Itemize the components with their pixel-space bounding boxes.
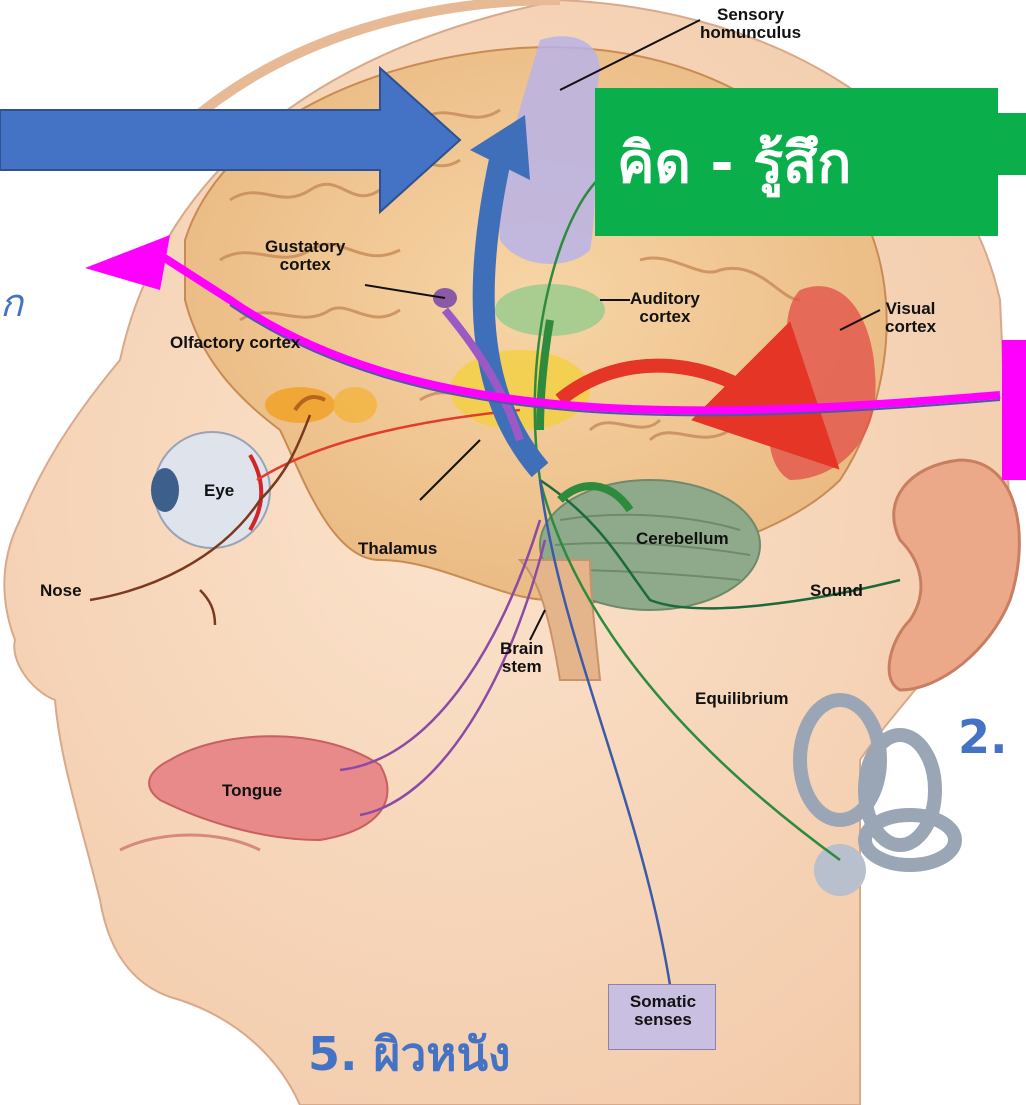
label-sound: Sound: [810, 582, 863, 600]
label-tongue: Tongue: [222, 782, 282, 800]
label-nose: Nose: [40, 582, 82, 600]
label-thalamus: Thalamus: [358, 540, 437, 558]
ear-number: 2.: [958, 710, 1007, 764]
label-cerebellum: Cerebellum: [636, 530, 729, 548]
label-brain-stem: Brain stem: [500, 640, 543, 676]
label-somatic-senses: Somatic senses: [609, 993, 717, 1029]
label-sensory-homunculus: Sensory homunculus: [700, 6, 801, 42]
think-feel-text: คิด - รู้สึก: [617, 118, 851, 207]
label-gustatory-cortex: Gustatory cortex: [265, 238, 345, 274]
label-auditory-cortex: Auditory cortex: [630, 290, 700, 326]
somatic-senses-box: Somatic senses: [608, 984, 716, 1050]
skin-label: 5. ผิวหนัง: [308, 1018, 511, 1091]
think-feel-box-extension: [998, 113, 1026, 175]
magenta-box: [1002, 340, 1026, 480]
smell-label-partial: ก: [0, 272, 23, 333]
label-olfactory-cortex: Olfactory cortex: [170, 334, 300, 352]
label-equilibrium: Equilibrium: [695, 690, 789, 708]
label-eye: Eye: [204, 482, 234, 500]
label-visual-cortex: Visual cortex: [885, 300, 936, 336]
